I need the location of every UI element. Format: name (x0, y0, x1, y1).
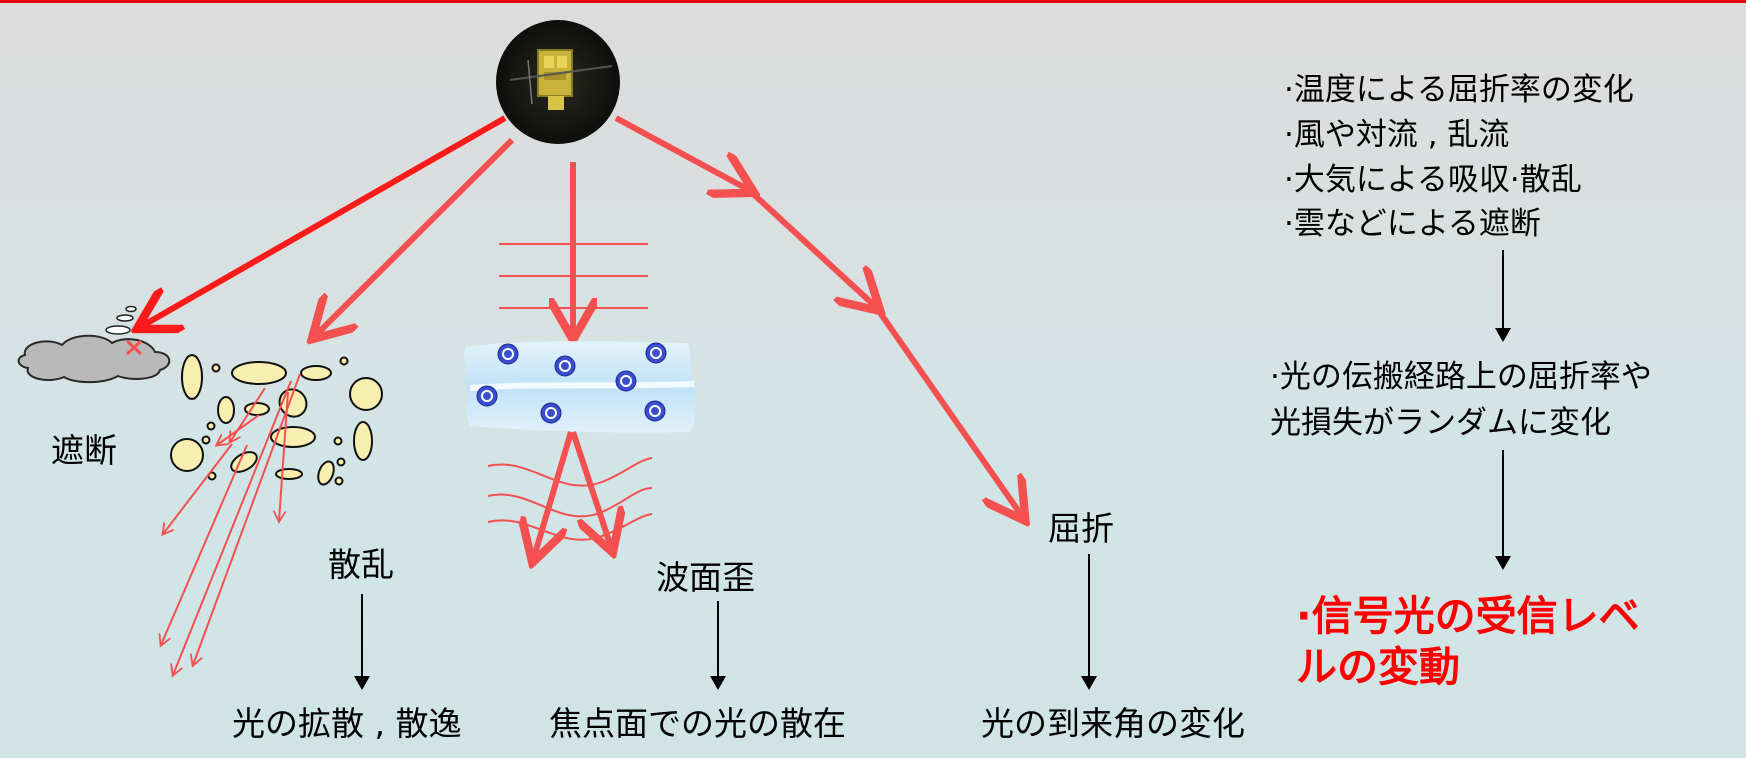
consequence-wavefront: 焦点面での光の散在 (549, 704, 846, 743)
intermediate-line-2: 光損失がランダムに変化 (1270, 405, 1611, 441)
scattered-rays (161, 373, 301, 675)
satellite-icon (496, 20, 620, 144)
beams (142, 115, 1022, 516)
distorted-wavefront-lines (487, 457, 653, 541)
scatter-particles-icon (170, 354, 383, 486)
cause-cloud: ·雲などによる遮断 (1284, 206, 1541, 242)
intermediate-line-1: ·光の伝搬経路上の屈折率や (1270, 359, 1652, 395)
label-scattering: 散乱 (328, 545, 394, 584)
beam-refraction-upper (614, 115, 749, 190)
top-border (0, 0, 1746, 3)
beam-scattering (316, 137, 515, 335)
cause-temperature: ·温度による屈折率の変化 (1284, 72, 1634, 108)
label-blocking: 遮断 (51, 431, 117, 470)
label-refraction: 屈折 (1048, 509, 1114, 548)
result-line-1: ·信号光の受信レベ (1296, 592, 1640, 640)
beam-refraction-lower (873, 305, 1022, 516)
incoming-wavefront-lines (499, 243, 648, 309)
wavefront-output-beams (534, 431, 611, 557)
beam-refraction-middle (746, 187, 876, 307)
cause-absorption: ·大気による吸収·散乱 (1284, 162, 1582, 198)
water-wave-icon (464, 341, 697, 433)
label-wavefront: 波面歪 (656, 558, 755, 597)
beam-blocking (142, 115, 507, 326)
consequence-scattering: 光の拡散 , 散逸 (232, 704, 462, 743)
consequence-refraction: 光の到来角の変化 (981, 704, 1245, 743)
cloud-icon (17, 305, 171, 384)
result-line-2: ルの変動 (1296, 643, 1460, 691)
cause-wind: ·風や対流 , 乱流 (1284, 117, 1510, 153)
connector-arrows (354, 250, 1511, 690)
